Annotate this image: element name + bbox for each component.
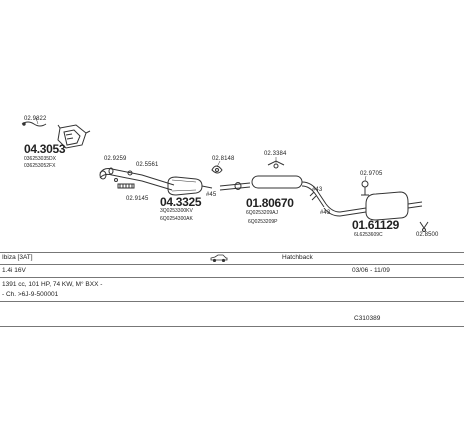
clamp-43-drawing [309,191,317,201]
divider [0,277,464,278]
divider [0,326,464,327]
part-43-front: #43 [312,187,323,193]
part-04-3325: 04.3325 [160,195,202,209]
clamp-02-9822-drawing [21,121,47,127]
hanger-02-8500-drawing [419,221,429,232]
vehicle-model: Ibiza [3AT] [2,254,33,261]
part-04-3053: 04.3053 [24,142,66,156]
part-02-9145: 02.9145 [126,196,149,202]
part-01-61129: 01.61129 [352,218,399,232]
engine-spec: 1391 cc, 101 HP, 74 KW, M° BXX - [2,281,103,288]
chassis-range: - Ch. >6J-9-500001 [2,291,59,298]
part-01-80670-oe-1: 6Q0253209AJ [246,210,278,216]
catalyst-04-3325-drawing [167,176,213,196]
body-type: Hatchback [282,254,313,261]
leader-lines [35,117,367,182]
part-02-8148: 02.8148 [212,156,235,162]
part-02-9259: 02.9259 [104,156,127,162]
exhaust-diagram: 02.9822 04.3053 036253035DX 036253052FX … [21,116,439,238]
part-01-80670-oe-2: 6Q0253209P [248,219,278,225]
part-04-3325-oe-2: 6Q0254300AK [160,216,193,222]
reference-number: C310389 [354,315,381,322]
part-02-9822: 02.9822 [24,116,47,122]
production-years: 03/06 - 11/09 [352,267,390,274]
part-01-61129-oe: 6L6253609C [354,232,383,238]
rear-pipe-drawing [323,203,367,217]
hanger-02-9705-drawing [361,180,369,196]
part-01-80670: 01.80670 [246,196,294,210]
part-02-8500: 02.8500 [416,232,439,238]
divider [0,264,464,265]
part-02-3384: 02.3384 [264,151,287,157]
part-43-rear: #43 [320,210,331,216]
part-45: #45 [206,192,217,198]
car-side-icon [210,254,228,262]
divider [0,301,464,302]
part-02-5561: 02.5561 [136,162,159,168]
middle-silencer-01-80670-drawing [219,175,327,208]
front-pipe-drawing [99,167,175,191]
divider [0,252,464,253]
part-04-3053-oe-2: 036253052FX [24,163,56,169]
engine: 1.4i 16V [2,267,26,274]
manifold-04-3053-drawing [57,124,91,149]
exhaust-drawing [21,117,429,232]
rear-silencer-01-61129-drawing [365,191,423,221]
part-04-3325-oe-1: 3Q0253300KV [160,208,193,214]
hanger-02-8148-drawing [211,165,223,174]
part-04-3053-oe-1: 036253035DX [24,156,56,162]
part-02-9705: 02.9705 [360,171,383,177]
